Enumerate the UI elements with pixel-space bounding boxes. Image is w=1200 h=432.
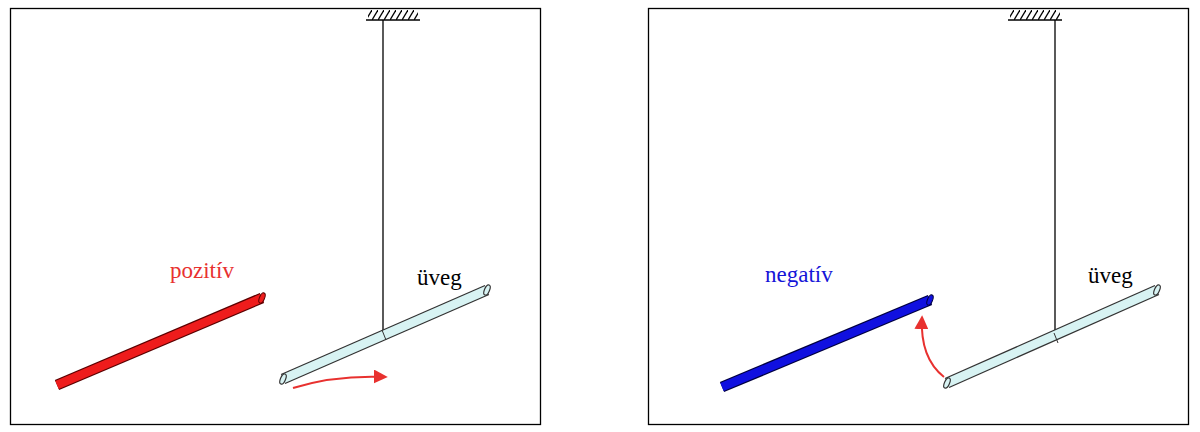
negative-rod: [722, 294, 934, 387]
ceiling: [366, 19, 420, 21]
rod-label: üveg: [417, 265, 462, 290]
positive-rod: [57, 292, 266, 385]
motion-arrow: [293, 377, 385, 388]
panel-frame: [11, 9, 541, 425]
string: [382, 20, 383, 330]
rod-label: üveg: [1088, 263, 1133, 288]
panel-frame: [649, 9, 1189, 425]
rod-label: pozitív: [170, 258, 234, 283]
ceiling: [1008, 19, 1062, 21]
glass-rod: [942, 284, 1161, 389]
string: [1054, 20, 1055, 333]
ceiling-hatch: [1010, 10, 1060, 20]
motion-arrow: [922, 318, 944, 377]
glass-rod: [279, 284, 492, 385]
ceiling-hatch: [368, 10, 418, 20]
rod-label: negatív: [765, 262, 833, 287]
